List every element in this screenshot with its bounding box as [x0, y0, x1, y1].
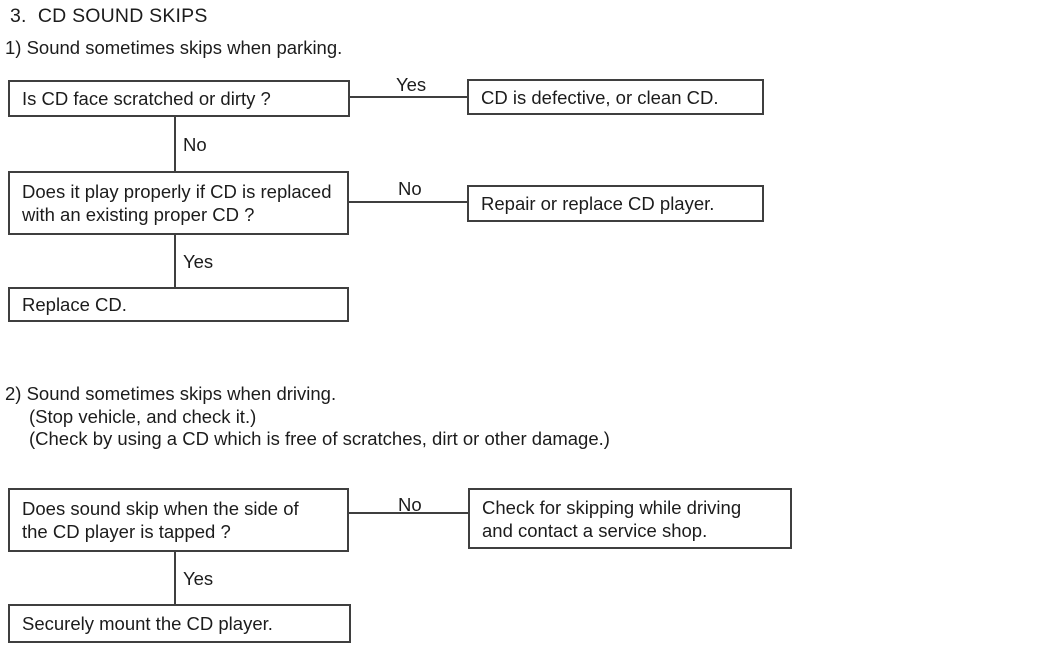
flow-box-text-line2: the CD player is tapped ? [22, 521, 231, 542]
flow-box-result-mount-player: Securely mount the CD player. [8, 604, 351, 643]
edge-label-yes2: Yes [183, 251, 214, 272]
flow-box-text: Securely mount the CD player. [22, 613, 273, 634]
flow-box-question-play-properly: Does it play properly if CD is replaced … [8, 171, 349, 235]
page-title: 3. CD SOUND SKIPS [10, 5, 208, 27]
connector-no2-line [349, 201, 467, 203]
flow-box-question-skip-when-tapped: Does sound skip when the side of the CD … [8, 488, 349, 552]
flow-box-answer-repair-player: Repair or replace CD player. [467, 185, 764, 222]
section2-note2: (Check by using a CD which is free of sc… [29, 428, 610, 449]
flow-box-answer-check-while-driving: Check for skipping while driving and con… [468, 488, 792, 549]
flow-box-answer-cd-defective: CD is defective, or clean CD. [467, 79, 764, 115]
connector-no1-line [174, 117, 176, 171]
edge-label-no1: No [183, 134, 207, 155]
flow-box-question-cd-scratched: Is CD face scratched or dirty ? [8, 80, 350, 117]
section2-heading: 2) Sound sometimes skips when driving. [5, 383, 337, 404]
edge-label-yes1: Yes [396, 74, 427, 95]
edge-label-yes3: Yes [183, 568, 214, 589]
flow-box-text-line2: with an existing proper CD ? [22, 204, 255, 225]
flow-box-text-line1: Check for skipping while driving [482, 496, 742, 518]
flow-box-text: Replace CD. [22, 294, 127, 315]
flow-box-text: Is CD face scratched or dirty ? [22, 88, 271, 109]
connector-no3-line [349, 512, 468, 514]
flow-box-text-line2: and contact a service shop. [482, 519, 708, 541]
flow-box-text: Repair or replace CD player. [481, 193, 715, 214]
edge-label-no3: No [398, 494, 422, 515]
section2-note1: (Stop vehicle, and check it.) [29, 406, 257, 427]
flow-box-text-line1: Does sound skip when the side of [22, 498, 299, 519]
connector-yes3-line [174, 552, 176, 604]
connector-yes1-line [349, 96, 467, 98]
flow-box-text-line1: Does it play properly if CD is replaced [22, 181, 332, 202]
flow-box-result-replace-cd: Replace CD. [8, 287, 349, 322]
section1-heading: 1) Sound sometimes skips when parking. [5, 37, 343, 58]
flow-box-text: CD is defective, or clean CD. [481, 86, 719, 108]
connector-yes2-line [174, 235, 176, 287]
edge-label-no2: No [398, 178, 422, 199]
